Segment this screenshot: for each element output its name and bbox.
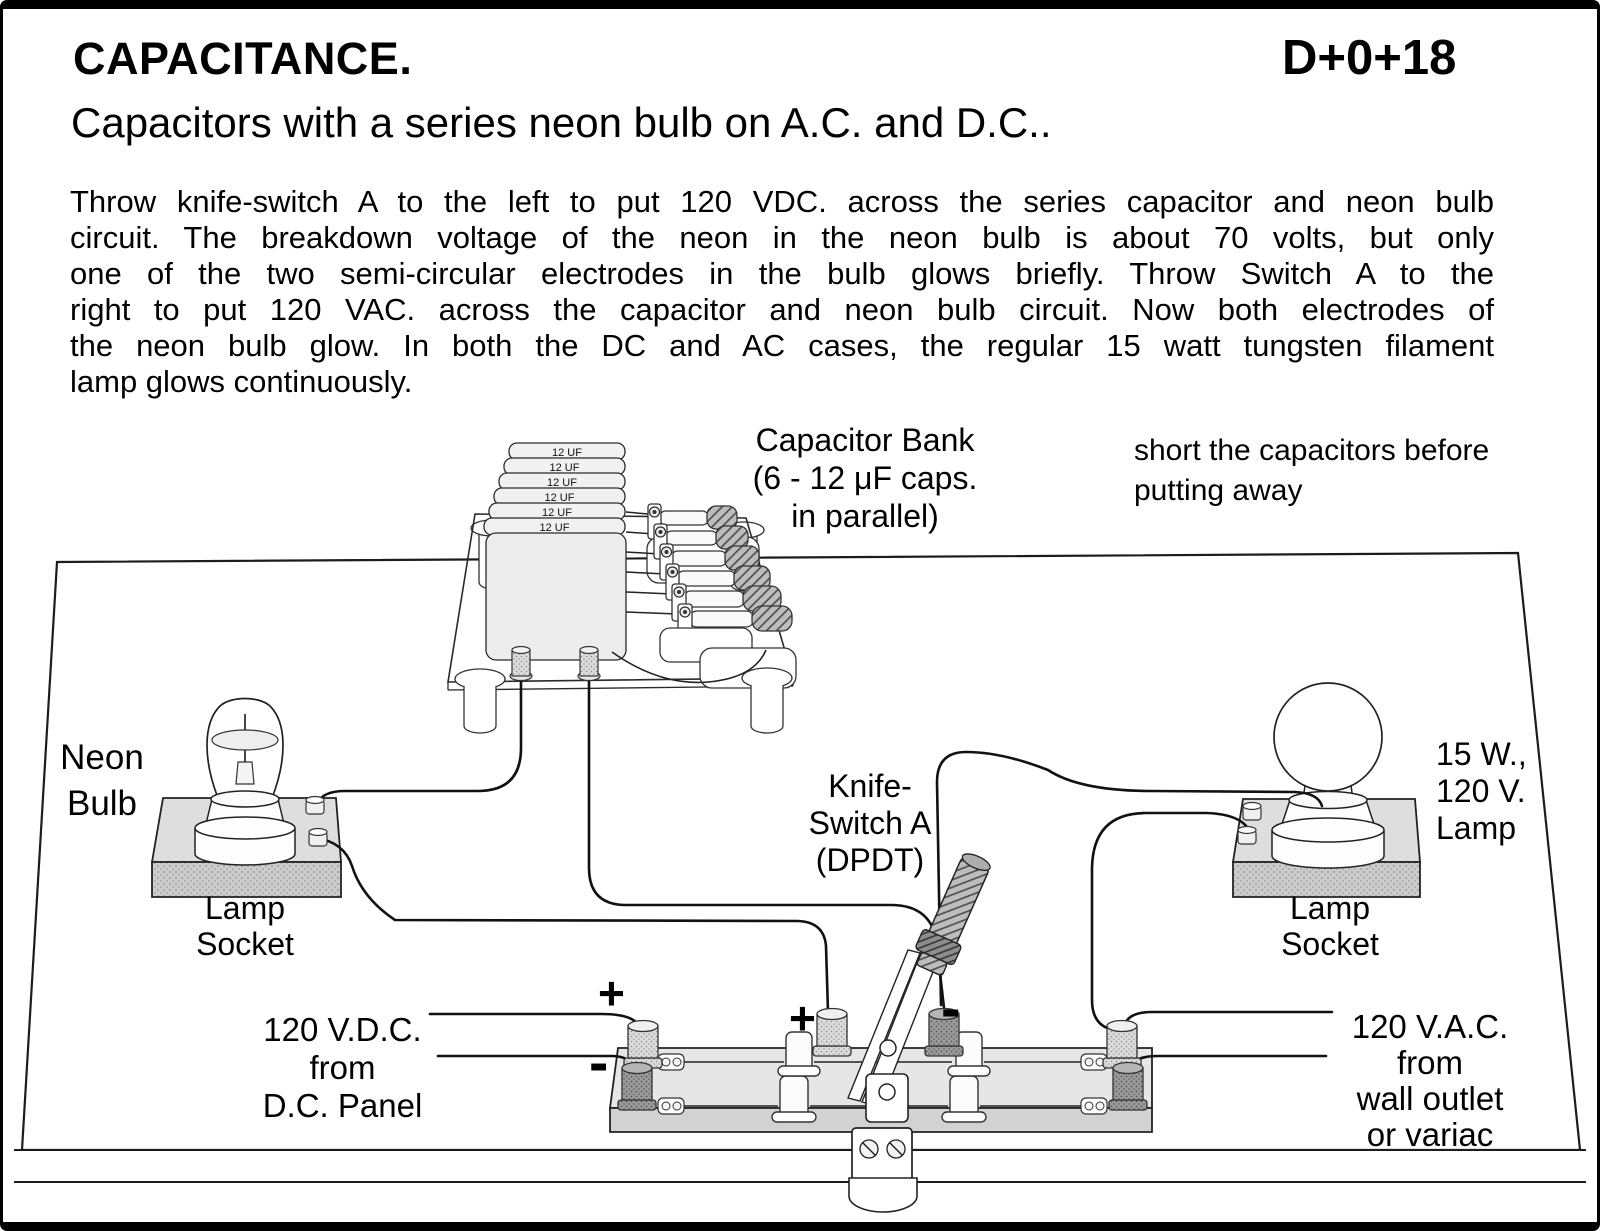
capacitor-unit-label: 12 UF — [547, 477, 577, 489]
switch-minus-sign: - — [941, 976, 961, 1041]
wire-neon-to-switch — [314, 836, 830, 1014]
description-line: right to put 120 VAC. across the capacit… — [70, 292, 1494, 327]
lamp-bulb-glass — [1273, 682, 1383, 792]
lamp-right-label: 15 W., 120 V. Lamp — [1436, 736, 1527, 846]
dc-source-label: 120 V.D.C. from D.C. Panel — [262, 1011, 423, 1124]
wire-capbank-to-neon — [316, 674, 523, 804]
page-title: CAPACITANCE. — [73, 33, 413, 84]
description-paragraph: Throw knife-switch A to the left to put … — [70, 184, 1494, 400]
lamp-socket-right-label: Lamp Socket — [1281, 890, 1379, 962]
knife-switch-lever — [847, 853, 991, 1123]
capacitor-unit-label: 12 UF — [552, 447, 582, 459]
lab-table — [14, 551, 1586, 1183]
table-clamp — [848, 1127, 918, 1213]
wire-lamp-to-switch — [935, 750, 1324, 1007]
capacitor-unit-label: 12 UF — [545, 492, 575, 504]
description-line: one of the two semi-circular electrodes … — [70, 256, 1494, 291]
neon-bulb-label: Neon Bulb — [60, 738, 144, 823]
wire-capbank-to-switch — [587, 674, 946, 1010]
page-subtitle: Capacitors with a series neon bulb on A.… — [71, 99, 1052, 146]
capacitor-unit-label: 12 UF — [542, 507, 572, 519]
capacitor-unit-label: 12 UF — [540, 522, 570, 534]
switch-plus-sign: + — [789, 992, 816, 1044]
capacitor-bank-label: Capacitor Bank (6 - 12 μF caps. in paral… — [752, 422, 978, 534]
dc-minus-sign: - — [589, 1030, 609, 1095]
knife-switch-label: Knife- Switch A (DPDT) — [808, 768, 932, 878]
neon-electrode — [211, 729, 279, 751]
description-line: Throw knife-switch A to the left to put … — [70, 184, 1494, 219]
demo-code: D+0+18 — [1282, 31, 1457, 85]
lever-handle — [915, 853, 991, 976]
capacitor-stack — [483, 442, 627, 661]
dc-plus-sign: + — [598, 967, 625, 1019]
shorting-switches — [611, 503, 797, 689]
ac-source-label: 120 V.A.C. from wall outlet or variac — [1351, 1008, 1509, 1153]
capacitor-unit-label: 12 UF — [550, 462, 580, 474]
binding-posts — [617, 1007, 1148, 1111]
capacitor-unit-labels: 12 UF 12 UF 12 UF 12 UF 12 UF 12 UF — [540, 447, 583, 534]
device-terminals — [305, 645, 1262, 847]
platform-front-legs — [454, 667, 793, 734]
description-line: lamp glows continuously. — [70, 364, 413, 399]
shorting-note: short the capacitors before putting away — [1134, 434, 1490, 507]
description-line: circuit. The breakdown voltage of the ne… — [70, 220, 1494, 255]
wire-lamp-to-post — [1090, 811, 1252, 1032]
description-line: the neon bulb glow. In both the DC and A… — [70, 328, 1494, 363]
tungsten-lamp-assembly — [1231, 682, 1421, 898]
neon-bulb-assembly — [150, 697, 342, 898]
lamp-socket-left-label: Lamp Socket — [196, 890, 294, 962]
